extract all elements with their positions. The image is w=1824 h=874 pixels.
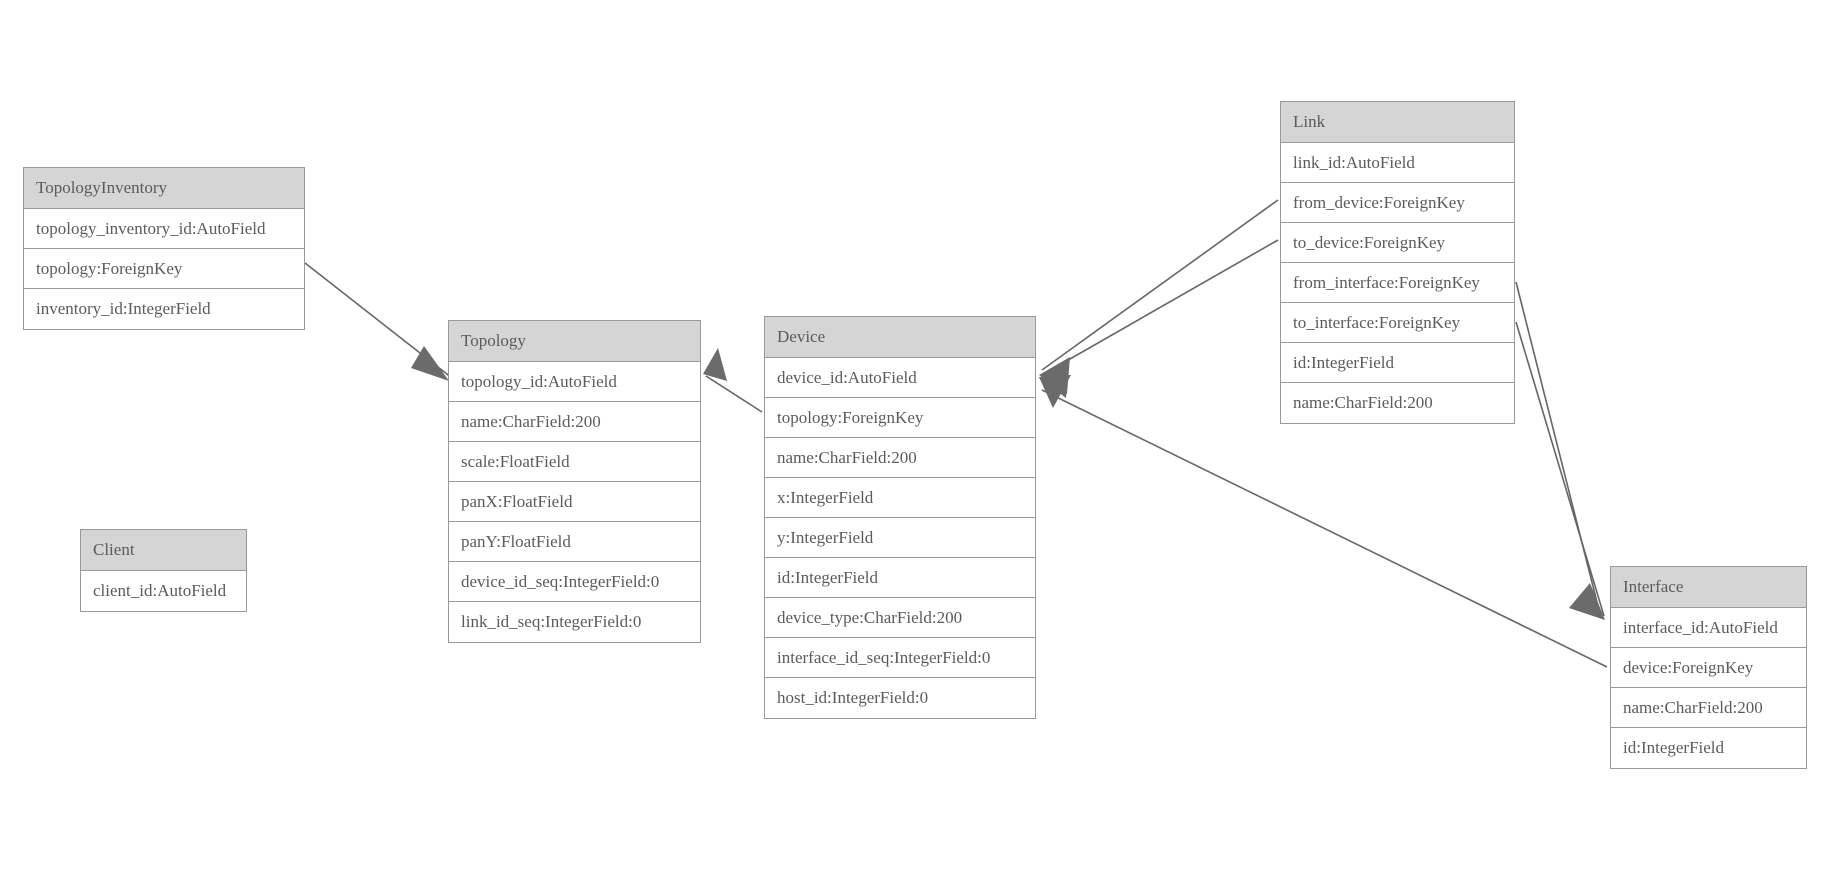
entity-field-row: device_id_seq:IntegerField:0 (449, 562, 700, 602)
entity-title-device: Device (765, 317, 1035, 358)
edge-link-from-device (1041, 199, 1279, 371)
entity-title-topologyinventory: TopologyInventory (24, 168, 304, 209)
entity-field-row: y:IntegerField (765, 518, 1035, 558)
entity-field-row: topology:ForeignKey (24, 249, 304, 289)
arrowhead-into-topology-right (703, 348, 727, 381)
entity-title-topology: Topology (449, 321, 700, 362)
arrowhead-into-device-interface (1039, 375, 1071, 408)
edge-link-from-interface (1515, 281, 1601, 615)
entity-field-row: scale:FloatField (449, 442, 700, 482)
entity-field-row: topology_id:AutoField (449, 362, 700, 402)
entity-field-row: interface_id:AutoField (1611, 608, 1806, 648)
entity-field-row: from_interface:ForeignKey (1281, 263, 1514, 303)
entity-field-row: name:CharField:200 (1293, 393, 1433, 412)
arrowhead-into-device-upper (1039, 357, 1070, 394)
edge-link-to-interface (1515, 321, 1605, 617)
entity-field-row: name:CharField:200 (765, 438, 1035, 478)
entity-field-row: topology_inventory_id:AutoField (24, 209, 304, 249)
entity-field-row: host_id:IntegerField:0 (777, 688, 929, 707)
arrowhead-into-interface (1569, 583, 1605, 620)
entity-field-row: device_id:AutoField (765, 358, 1035, 398)
entity-field-row: from_device:ForeignKey (1281, 183, 1514, 223)
entity-field-row: id:IntegerField (765, 558, 1035, 598)
entity-field-row: id:IntegerField (1623, 738, 1725, 757)
entity-field-row: client_id:AutoField (93, 581, 227, 600)
arrowhead-into-device-lower (1039, 360, 1069, 398)
entity-fields-client: client_id:AutoField (81, 571, 246, 611)
edge-interface-device (1041, 389, 1608, 668)
entity-field-row: name:CharField:200 (1611, 688, 1806, 728)
entity-title-link: Link (1281, 102, 1514, 143)
entity-title-client: Client (81, 530, 246, 571)
entity-title-interface: Interface (1611, 567, 1806, 608)
entity-field-row: to_device:ForeignKey (1281, 223, 1514, 263)
entity-field-row: device:ForeignKey (1611, 648, 1806, 688)
entity-field-row: x:IntegerField (765, 478, 1035, 518)
edge-device-topology (705, 375, 763, 413)
arrowhead-into-topology-left (411, 346, 449, 381)
entity-field-row: panX:FloatField (449, 482, 700, 522)
edge-topologyinventory-topology (304, 262, 453, 379)
entity-field-row: topology:ForeignKey (765, 398, 1035, 438)
edge-link-to-device (1041, 239, 1279, 376)
entity-field-row: inventory_id:IntegerField (36, 299, 211, 318)
entity-box-client[interactable]: Client client_id:AutoField (80, 529, 247, 612)
entity-field-row: to_interface:ForeignKey (1281, 303, 1514, 343)
entity-field-row: link_id:AutoField (1281, 143, 1514, 183)
entity-field-row: panY:FloatField (449, 522, 700, 562)
entity-field-row: interface_id_seq:IntegerField:0 (765, 638, 1035, 678)
entity-field-row: id:IntegerField (1281, 343, 1514, 383)
entity-field-row: name:CharField:200 (449, 402, 700, 442)
entity-field-row: link_id_seq:IntegerField:0 (461, 612, 642, 631)
entity-field-row: device_type:CharField:200 (765, 598, 1035, 638)
